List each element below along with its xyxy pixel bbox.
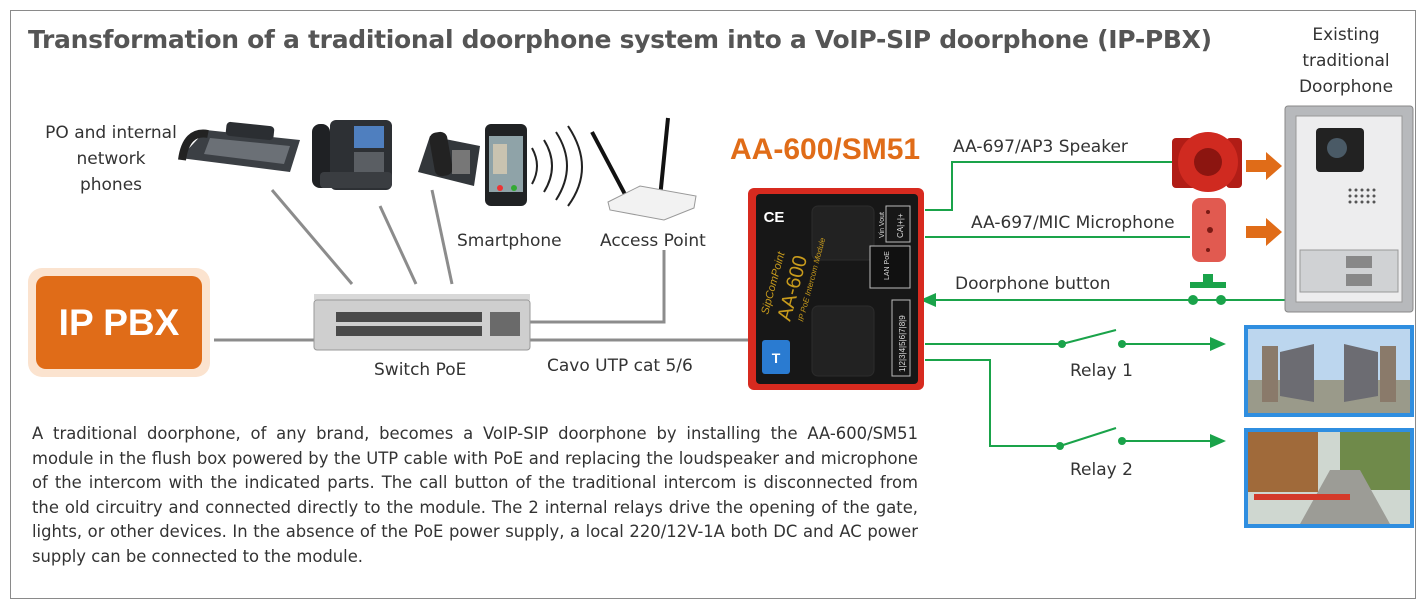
cable-phone1: [270, 189, 354, 285]
smartphone-icon: [485, 124, 527, 206]
smartphone-label: Smartphone: [457, 231, 562, 251]
access-point-label: Access Point: [600, 231, 706, 251]
speaker-label: AA-697/AP3 Speaker: [953, 137, 1128, 157]
relay2-switch: [1059, 427, 1117, 447]
relay1-contact-a: [1058, 340, 1066, 348]
phones-label: PO and internal network phones: [36, 120, 186, 198]
wire-relay2-in: [925, 359, 1060, 447]
existing-label-line-1: Existing: [1312, 25, 1380, 45]
module-lan-label: LAN PoE: [884, 251, 891, 280]
module-vin-label: Vin Vout: [879, 212, 886, 238]
relay2-contact-b: [1118, 437, 1126, 445]
relay2-arrow: [1210, 434, 1226, 448]
existing-doorphone-label: Existing traditional Doorphone: [1280, 22, 1412, 100]
desk-phone-3-icon: [418, 131, 480, 186]
button-contact-b: [1216, 295, 1226, 305]
cable-switch-ap: [530, 250, 666, 324]
ip-pbx-label: IP PBX: [36, 276, 202, 369]
doorphone-button-icon: [1190, 274, 1226, 288]
wire-markers: [920, 293, 1226, 450]
module-title: AA-600/SM51: [730, 133, 921, 166]
module-ce-mark: CE: [764, 209, 785, 226]
wifi-waves-icon: [531, 125, 583, 207]
button-arrow: [920, 293, 936, 307]
relay1-arrow: [1210, 337, 1226, 351]
existing-label-line-3: Doorphone: [1298, 77, 1394, 97]
description-text: A traditional doorphone, of any brand, b…: [32, 424, 918, 566]
diagram-frame: [10, 10, 1416, 599]
button-contact-a: [1188, 295, 1198, 305]
desk-phone-2-icon: [312, 120, 392, 190]
aa600-module-icon: T: [748, 188, 924, 390]
relay2-label: Relay 2: [1070, 460, 1133, 480]
wire-speaker: [925, 161, 1172, 211]
phones-label-line-3: phones: [79, 175, 143, 195]
microphone-icon: [1192, 198, 1226, 262]
module-power-terminals: CA|+|+: [896, 213, 905, 238]
svg-text:T: T: [772, 350, 781, 366]
cable-phone2: [378, 205, 418, 285]
poe-switch-icon: [313, 294, 531, 351]
relay1-switch: [1061, 329, 1117, 345]
speaker-arrow-icon: [1246, 152, 1282, 180]
switch-label: Switch PoE: [374, 360, 467, 380]
page-title: Transformation of a traditional doorphon…: [28, 25, 1212, 54]
relay2-contact-a: [1056, 442, 1064, 450]
phones-label-line-1: PO and internal: [45, 123, 177, 143]
relay1-contact-b: [1118, 340, 1126, 348]
cable-phone3: [430, 189, 454, 285]
module-relay-terminals: 1|2|3|4|5|6|7|8|9: [898, 315, 907, 372]
existing-doorphone-icon: [1284, 105, 1414, 313]
mic-arrow-icon: [1246, 218, 1282, 246]
network-cables: [214, 189, 748, 342]
speaker-icon: [1172, 132, 1242, 192]
gate-photo-1: [1244, 325, 1414, 417]
doorphone-button-label: Doorphone button: [955, 274, 1111, 294]
ip-pbx-box: IP PBX: [28, 268, 210, 377]
existing-label-line-2: traditional: [1302, 51, 1390, 71]
phones-label-line-2: network: [76, 149, 146, 169]
relay1-label: Relay 1: [1070, 361, 1133, 381]
access-point-icon: [590, 117, 697, 221]
cable-label: Cavo UTP cat 5/6: [547, 356, 693, 376]
gate-photo-2: [1244, 428, 1414, 528]
module-wiring: [925, 161, 1285, 447]
replacement-arrows: [1246, 152, 1282, 246]
microphone-label: AA-697/MIC Microphone: [971, 213, 1175, 233]
desk-phone-1-icon: [178, 121, 300, 172]
